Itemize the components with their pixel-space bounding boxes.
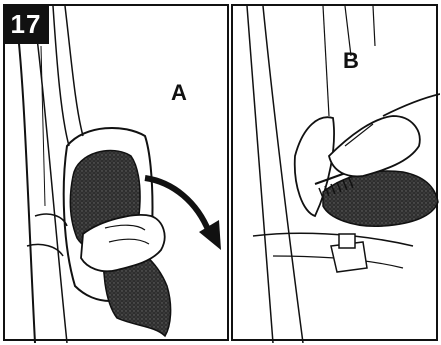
filter-b	[322, 170, 439, 227]
body-outline-inner	[32, 6, 68, 343]
panel-b	[231, 4, 440, 343]
body-outline-3	[52, 6, 70, 147]
step-number-badge: 17	[3, 4, 49, 44]
arrow-shaft	[144, 175, 212, 234]
panel-b-label: B	[343, 48, 359, 73]
panel-b-illustration	[246, 6, 440, 343]
arrow-head	[199, 220, 221, 250]
body-outline-4	[64, 6, 84, 137]
body-outline-left	[14, 6, 36, 343]
hand-b	[328, 115, 421, 178]
panel-a-label: A	[171, 80, 187, 105]
panel-a-illustration	[14, 6, 221, 343]
panel-a	[3, 4, 229, 343]
